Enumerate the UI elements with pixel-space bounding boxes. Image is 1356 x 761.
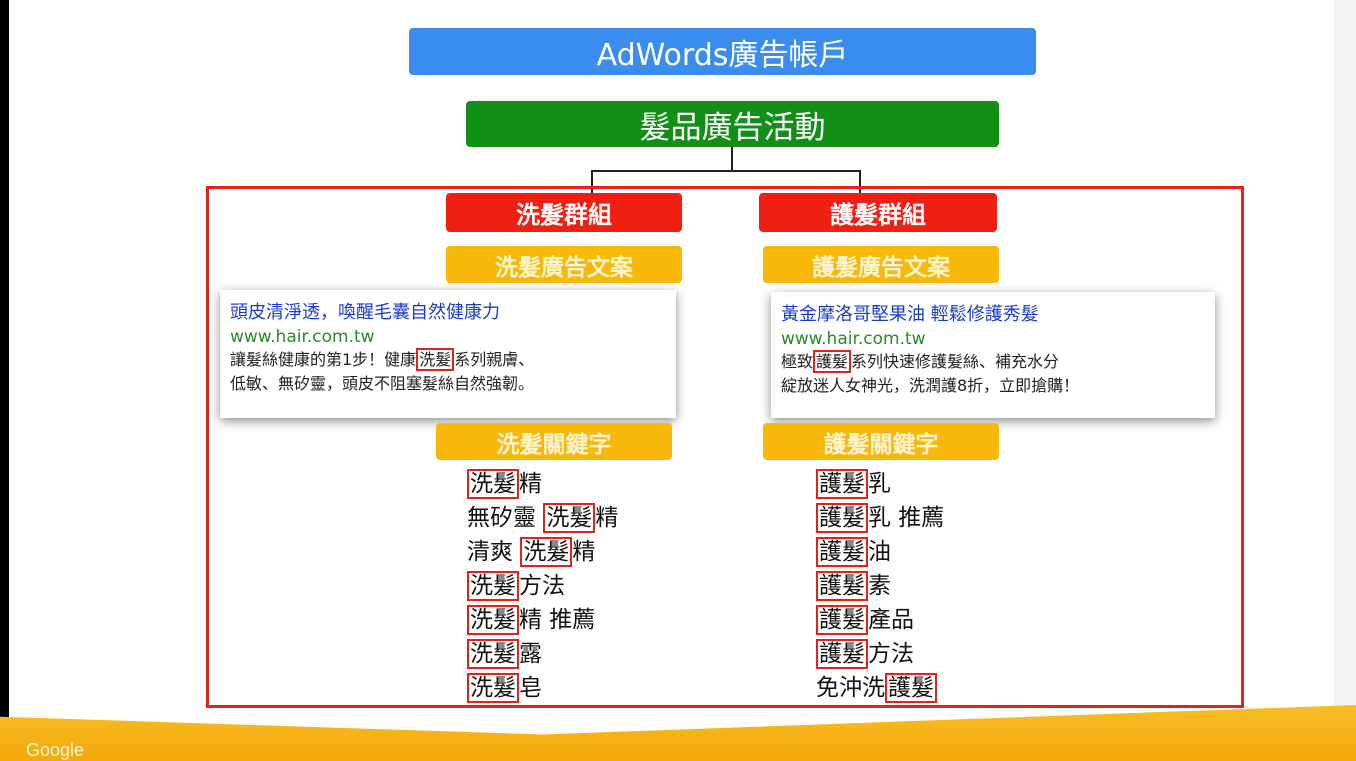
- ad-description-line-2: 綻放迷人女神光，洗潤護8折，立即搶購！: [781, 376, 1080, 395]
- adwords-account-box: AdWords廣告帳戶: [409, 28, 1036, 75]
- conditioner-keywords-label: 護髮關鍵字: [763, 423, 999, 460]
- keyword-item: 洗髮露: [467, 637, 618, 671]
- ad-groups-frame: [206, 186, 1244, 708]
- keyword-highlight: 洗髮: [416, 348, 455, 371]
- keyword-item: 清爽 洗髮精: [467, 537, 596, 567]
- keyword-highlight: 護髮: [813, 350, 852, 373]
- conditioner-group-box: 護髮群組: [759, 193, 997, 232]
- shampoo-keyword-list: 洗髮精 無矽靈 洗髮精 清爽 洗髮精 洗髮方法 洗髮精 推薦 洗髮露 洗髮皂: [467, 467, 618, 705]
- keyword-item: 洗髮精: [467, 467, 618, 501]
- conditioner-ad-copy-label: 護髮廣告文案: [763, 246, 999, 283]
- google-logo: Google: [26, 740, 85, 760]
- ad-headline: 黃金摩洛哥堅果油 輕鬆修護秀髮: [781, 304, 1039, 325]
- connector-vertical: [731, 147, 733, 171]
- keyword-item: 洗髮精 推薦: [467, 603, 618, 637]
- conditioner-ad-card: 黃金摩洛哥堅果油 輕鬆修護秀髮 www.hair.com.tw 極致護髮系列快速…: [771, 292, 1215, 418]
- shampoo-group-box: 洗髮群組: [446, 193, 682, 232]
- connector-right: [859, 170, 861, 193]
- keyword-item: 護髮產品: [816, 603, 944, 637]
- shampoo-keywords-label: 洗髮關鍵字: [436, 423, 672, 460]
- keyword-item: 護髮方法: [816, 637, 944, 671]
- keyword-item: 洗髮皂: [467, 671, 618, 705]
- keyword-item: 護髮素: [816, 569, 944, 603]
- keyword-item: 護髮油: [816, 535, 944, 569]
- ad-display-url: www.hair.com.tw: [230, 327, 375, 347]
- shampoo-ad-copy-label: 洗髮廣告文案: [446, 246, 682, 283]
- ad-headline: 頭皮清淨透，喚醒毛囊自然健康力: [230, 302, 500, 323]
- shampoo-ad-card: 頭皮清淨透，喚醒毛囊自然健康力 www.hair.com.tw 讓髮絲健康的第1…: [220, 290, 676, 418]
- connector-left: [591, 170, 593, 193]
- connector-horizontal: [591, 170, 861, 172]
- campaign-box: 髮品廣告活動: [466, 101, 999, 147]
- keyword-item: 洗髮方法: [467, 569, 618, 603]
- ad-description-line-1: 極致護髮系列快速修護髮絲、補充水分: [781, 350, 1060, 373]
- ad-display-url: www.hair.com.tw: [781, 329, 926, 349]
- ad-description-line-1: 讓髮絲健康的第1步！健康洗髮系列親膚、: [230, 348, 535, 371]
- left-border: [0, 0, 9, 761]
- keyword-item: 護髮乳 推薦: [816, 501, 944, 535]
- keyword-item: 無矽靈 洗髮精: [467, 503, 619, 533]
- conditioner-keyword-list: 護髮乳 護髮乳 推薦 護髮油 護髮素 護髮產品 護髮方法 免沖洗護髮: [816, 467, 944, 705]
- keyword-item: 免沖洗護髮: [816, 671, 944, 705]
- right-border: [1334, 0, 1356, 761]
- footer-band: [0, 704, 1356, 761]
- keyword-item: 護髮乳: [816, 467, 944, 501]
- ad-description-line-2: 低敏、無矽靈，頭皮不阻塞髮絲自然強韌。: [230, 374, 535, 393]
